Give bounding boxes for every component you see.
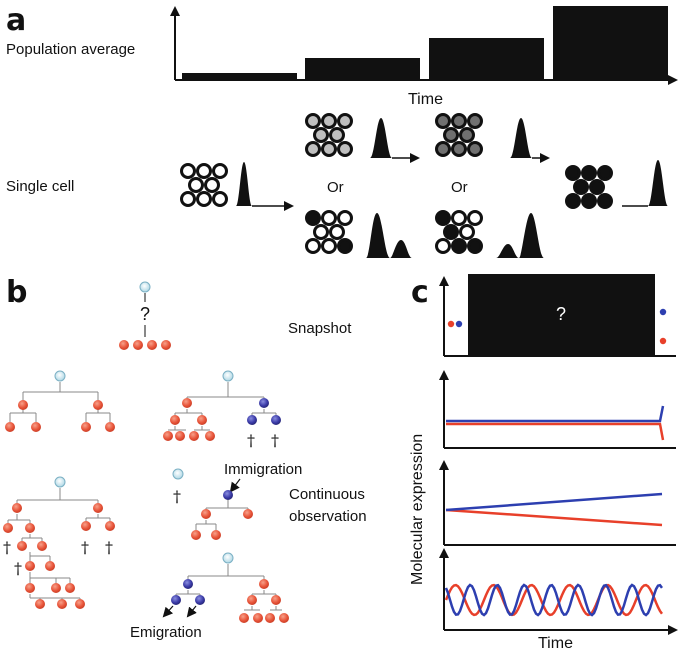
cell-cluster-final <box>565 165 613 209</box>
lineage-tree-4 <box>175 564 282 611</box>
cell-cluster-grey-dark <box>435 113 483 157</box>
immigration-label: Immigration <box>224 461 302 478</box>
lineage-tree-3-cells <box>3 476 115 609</box>
stem-cell-snapshot <box>139 281 151 293</box>
panel-a-letter: a <box>6 3 26 38</box>
death-marker-2: † <box>271 431 279 450</box>
distribution-peak-initial <box>236 162 252 206</box>
distribution-peak-final <box>648 160 668 206</box>
pop-bar-4 <box>553 6 668 80</box>
distribution-peak-grey-dark <box>510 118 532 158</box>
plot1-blue-line <box>446 405 665 423</box>
death-marker-4: † <box>3 538 11 557</box>
single-cell-label: Single cell <box>6 178 74 195</box>
death-marker-7: † <box>105 538 113 557</box>
cell-cluster-initial <box>180 163 228 207</box>
immigration-arrow <box>229 478 241 493</box>
distribution-bimodal-1 <box>366 213 412 258</box>
immigration-tree-cells <box>191 490 253 540</box>
snapshot-progeny <box>119 340 171 350</box>
time-label-c: Time <box>538 635 573 652</box>
or-label-2: Or <box>451 179 468 196</box>
molecular-expression-label: Molecular expression <box>409 434 426 585</box>
lineage-tree-4-cells <box>171 552 289 623</box>
end-red-dot <box>659 337 667 345</box>
immigration-stem-cell <box>172 468 184 480</box>
snapshot-question: ? <box>140 304 150 324</box>
plot2-blue-line <box>445 492 663 512</box>
death-marker-1: † <box>247 431 255 450</box>
distribution-bimodal-2 <box>496 213 544 258</box>
cell-cluster-mixed-1 <box>305 210 353 254</box>
unknown-question: ? <box>556 304 566 324</box>
population-average-label: Population average <box>6 41 135 58</box>
distribution-peak-grey-light <box>370 118 392 158</box>
death-marker-6: † <box>81 538 89 557</box>
death-marker-3: † <box>173 487 181 506</box>
start-blue-dot <box>455 320 463 328</box>
cell-cluster-mixed-2 <box>435 210 483 254</box>
plot3-red-oscillation <box>444 583 664 617</box>
start-red-dot <box>447 320 455 328</box>
plot1-red-line <box>446 422 665 441</box>
lineage-tree-1-cells <box>5 370 115 432</box>
unknown-dynamics-box <box>468 274 655 356</box>
panel-c-letter: c <box>411 275 429 310</box>
panel-b-letter: b <box>6 275 27 310</box>
plot2-red-line <box>445 508 663 527</box>
continuous-label-2: observation <box>289 508 367 525</box>
pop-bar-1 <box>182 73 297 80</box>
pop-bar-3 <box>429 38 544 80</box>
emigration-arrow-1 <box>162 605 174 618</box>
continuous-label-1: Continuous <box>289 486 365 503</box>
emigration-label: Emigration <box>130 624 202 641</box>
snapshot-label: Snapshot <box>288 320 352 337</box>
time-label-a: Time <box>408 91 443 108</box>
death-marker-5: † <box>14 559 22 578</box>
end-blue-dot <box>659 308 667 316</box>
emigration-arrow-2 <box>186 605 197 618</box>
cell-cluster-grey-light <box>305 113 353 157</box>
or-label-1: Or <box>327 179 344 196</box>
lineage-tree-2-cells <box>163 370 281 441</box>
plot3-blue-oscillation <box>444 583 664 617</box>
pop-bar-2 <box>305 58 420 80</box>
